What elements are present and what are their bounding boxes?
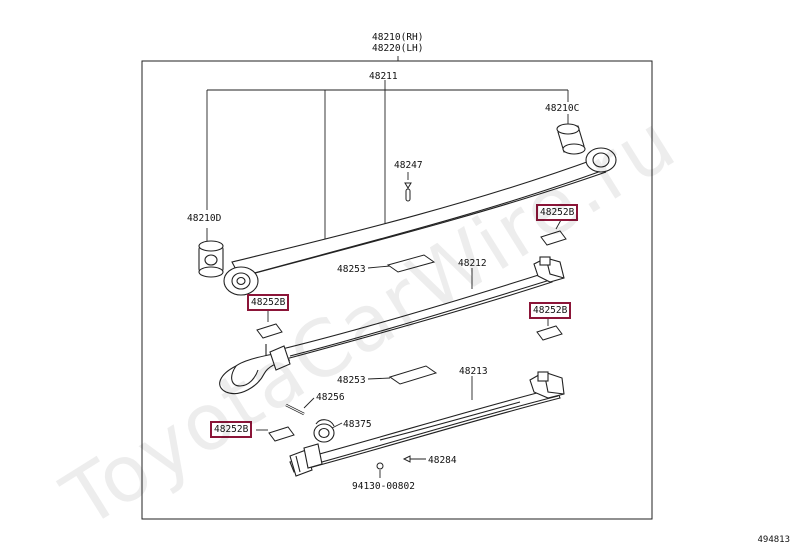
- label-spacer: 48375: [343, 419, 372, 430]
- highlight-silencer-c[interactable]: 48252B: [529, 302, 572, 319]
- label-bushing-front: 48210C: [545, 103, 580, 114]
- silencer-pads: [256, 230, 567, 442]
- label-center-bolt: 48256: [316, 392, 345, 403]
- assembly-frame: [141, 60, 653, 520]
- rivet-arrow: [402, 455, 426, 463]
- label-bushing-rear: 48210D: [187, 213, 222, 224]
- spacer: [313, 419, 335, 443]
- leaf-spring-no2: [219, 256, 565, 394]
- label-leaf-no1: 48211: [369, 71, 398, 82]
- highlight-silencer-a[interactable]: 48252B: [536, 204, 579, 221]
- clip-bolt: [404, 182, 412, 202]
- leaf-spring-no3: [289, 371, 565, 477]
- label-rivet: 48284: [428, 455, 457, 466]
- diagram-id: 494813: [757, 535, 790, 545]
- label-clip-bolt: 48247: [394, 160, 423, 171]
- label-nut: 94130-00802: [352, 481, 415, 492]
- insert-lower: [388, 365, 438, 385]
- leaf-spring-no1: [223, 147, 617, 296]
- bushing-front: [556, 123, 586, 155]
- insert-upper: [386, 254, 436, 273]
- label-insert-upper: 48253: [337, 264, 366, 275]
- highlight-silencer-d[interactable]: 48252B: [210, 421, 253, 438]
- label-leaf-no2: 48212: [458, 258, 487, 269]
- label-leaf-no3: 48213: [459, 366, 488, 377]
- highlight-silencer-b[interactable]: 48252B: [247, 294, 290, 311]
- nut: [376, 462, 384, 470]
- label-assembly-lh: 48220(LH): [372, 43, 424, 54]
- label-insert-lower: 48253: [337, 375, 366, 386]
- leader-lines: [206, 56, 569, 478]
- label-assembly-rh: 48210(RH): [372, 32, 424, 43]
- bushing-rear: [198, 240, 224, 278]
